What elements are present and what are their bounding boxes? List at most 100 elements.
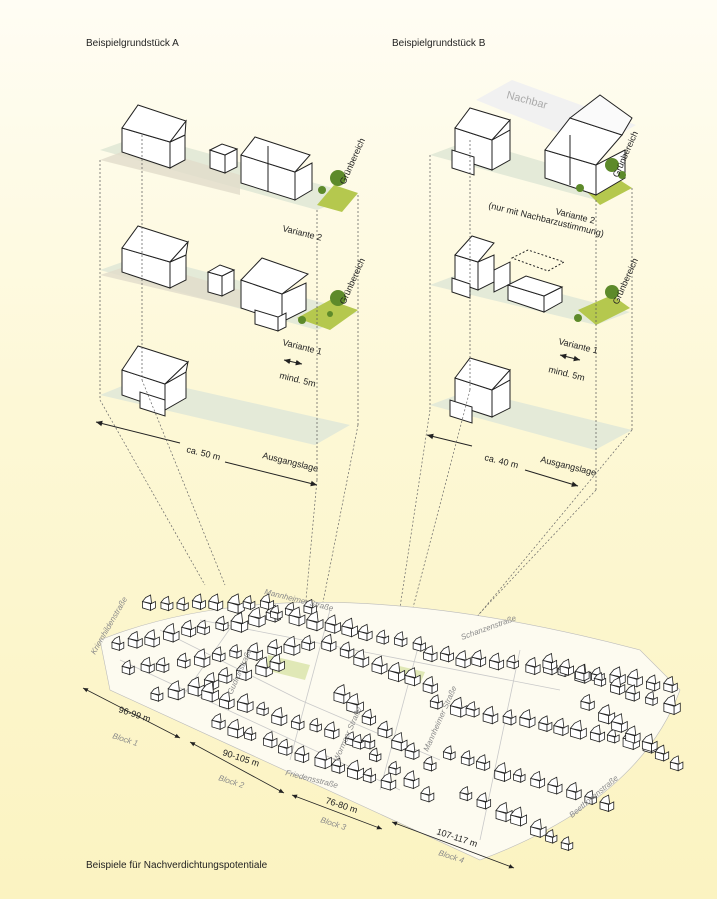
map-house — [403, 770, 415, 782]
map-house — [351, 733, 362, 744]
plot-b-variant1-layer — [430, 235, 630, 325]
map-house — [203, 671, 215, 683]
map-house — [187, 676, 200, 689]
plot-a-width-arrow — [95, 420, 181, 444]
map-house — [455, 650, 467, 661]
map-house — [495, 801, 508, 814]
map-house — [309, 717, 319, 727]
plot-a-title: Beispielgrundstück A — [86, 38, 179, 49]
map-house — [471, 649, 482, 660]
map-house — [547, 776, 559, 788]
map-house — [243, 726, 253, 735]
map-house — [488, 652, 500, 663]
map-house — [201, 681, 214, 694]
plot-a-green-label-1: Grünbereich — [338, 256, 367, 305]
map-house — [580, 693, 591, 704]
map-house — [422, 675, 434, 687]
map-house — [506, 654, 516, 664]
map-house — [121, 659, 132, 669]
map-house — [236, 693, 249, 705]
map-house — [566, 781, 578, 793]
map-house — [412, 635, 423, 646]
map-house — [610, 713, 624, 725]
map-house — [584, 789, 594, 799]
map-house — [422, 645, 434, 656]
tree-icon — [576, 158, 626, 192]
map-house — [538, 715, 549, 725]
map-house — [160, 595, 170, 605]
map-house — [482, 705, 494, 717]
map-house — [525, 656, 537, 668]
map-house — [341, 617, 354, 629]
map-house — [387, 661, 401, 674]
map-house — [663, 675, 674, 686]
map-house — [140, 656, 151, 667]
plot-b-base-label: Ausgangslage — [540, 454, 598, 478]
map-house — [589, 724, 601, 735]
map-house — [393, 631, 404, 641]
plot-a-base-layer — [100, 345, 350, 445]
map-house — [306, 610, 319, 623]
map-house — [229, 644, 239, 653]
map-house — [404, 742, 416, 753]
map-house — [303, 598, 314, 609]
map-house — [361, 708, 373, 719]
map-house — [218, 691, 231, 702]
map-house — [459, 785, 469, 795]
plot-b-width-label: ca. 40 m — [484, 452, 520, 470]
map-house — [574, 663, 586, 675]
map-house — [111, 635, 121, 645]
map-house — [162, 622, 175, 635]
map-house — [377, 720, 389, 731]
map-house — [502, 709, 513, 719]
plot-a-width-label: ca. 50 m — [186, 444, 222, 462]
map-house — [530, 770, 541, 782]
map-house — [269, 604, 280, 614]
plot-a-layers — [99, 104, 359, 480]
map-house — [259, 593, 271, 604]
map-house — [211, 713, 222, 723]
map-house — [475, 754, 487, 764]
map-house — [324, 614, 337, 626]
map-house — [460, 750, 471, 760]
map-house — [346, 693, 359, 706]
map-house — [357, 623, 369, 634]
map-house — [155, 656, 166, 667]
plot-b-variant1-label: Variante 1 — [558, 336, 600, 355]
map-house — [235, 662, 248, 674]
map-house — [353, 648, 365, 660]
map-house — [247, 606, 261, 619]
tree-icon — [318, 170, 346, 194]
map-house — [301, 634, 312, 645]
tree-icon — [574, 285, 619, 322]
map-house — [512, 768, 523, 777]
map-house — [324, 721, 336, 732]
map-house — [593, 672, 603, 681]
map-house — [271, 706, 283, 718]
map-house — [509, 806, 523, 819]
map-house — [663, 694, 676, 707]
block-name: Block 3 — [319, 815, 347, 832]
figure-caption: Beispiele für Nachverdichtungspotentiale — [86, 860, 268, 871]
map-house — [654, 744, 666, 755]
map-house — [288, 606, 301, 618]
map-house — [211, 646, 222, 656]
map-house — [181, 619, 192, 630]
map-house — [339, 641, 351, 652]
plot-b-green-area-1 — [578, 295, 630, 325]
map-house — [283, 635, 296, 648]
map-house — [290, 714, 301, 724]
map-house — [423, 755, 433, 766]
map-house — [127, 630, 139, 642]
plot-b-layers: Nachbar — [429, 80, 636, 490]
map-house — [644, 690, 655, 700]
min-distance-arrow-b — [559, 353, 581, 362]
map-house — [362, 767, 373, 777]
map-house — [388, 760, 398, 770]
map-house — [294, 745, 306, 756]
map-house — [371, 655, 383, 667]
map-house — [553, 717, 565, 729]
map-house — [476, 792, 488, 803]
map-house — [321, 633, 333, 645]
plot-a-variant1-label: Variante 1 — [282, 337, 324, 356]
